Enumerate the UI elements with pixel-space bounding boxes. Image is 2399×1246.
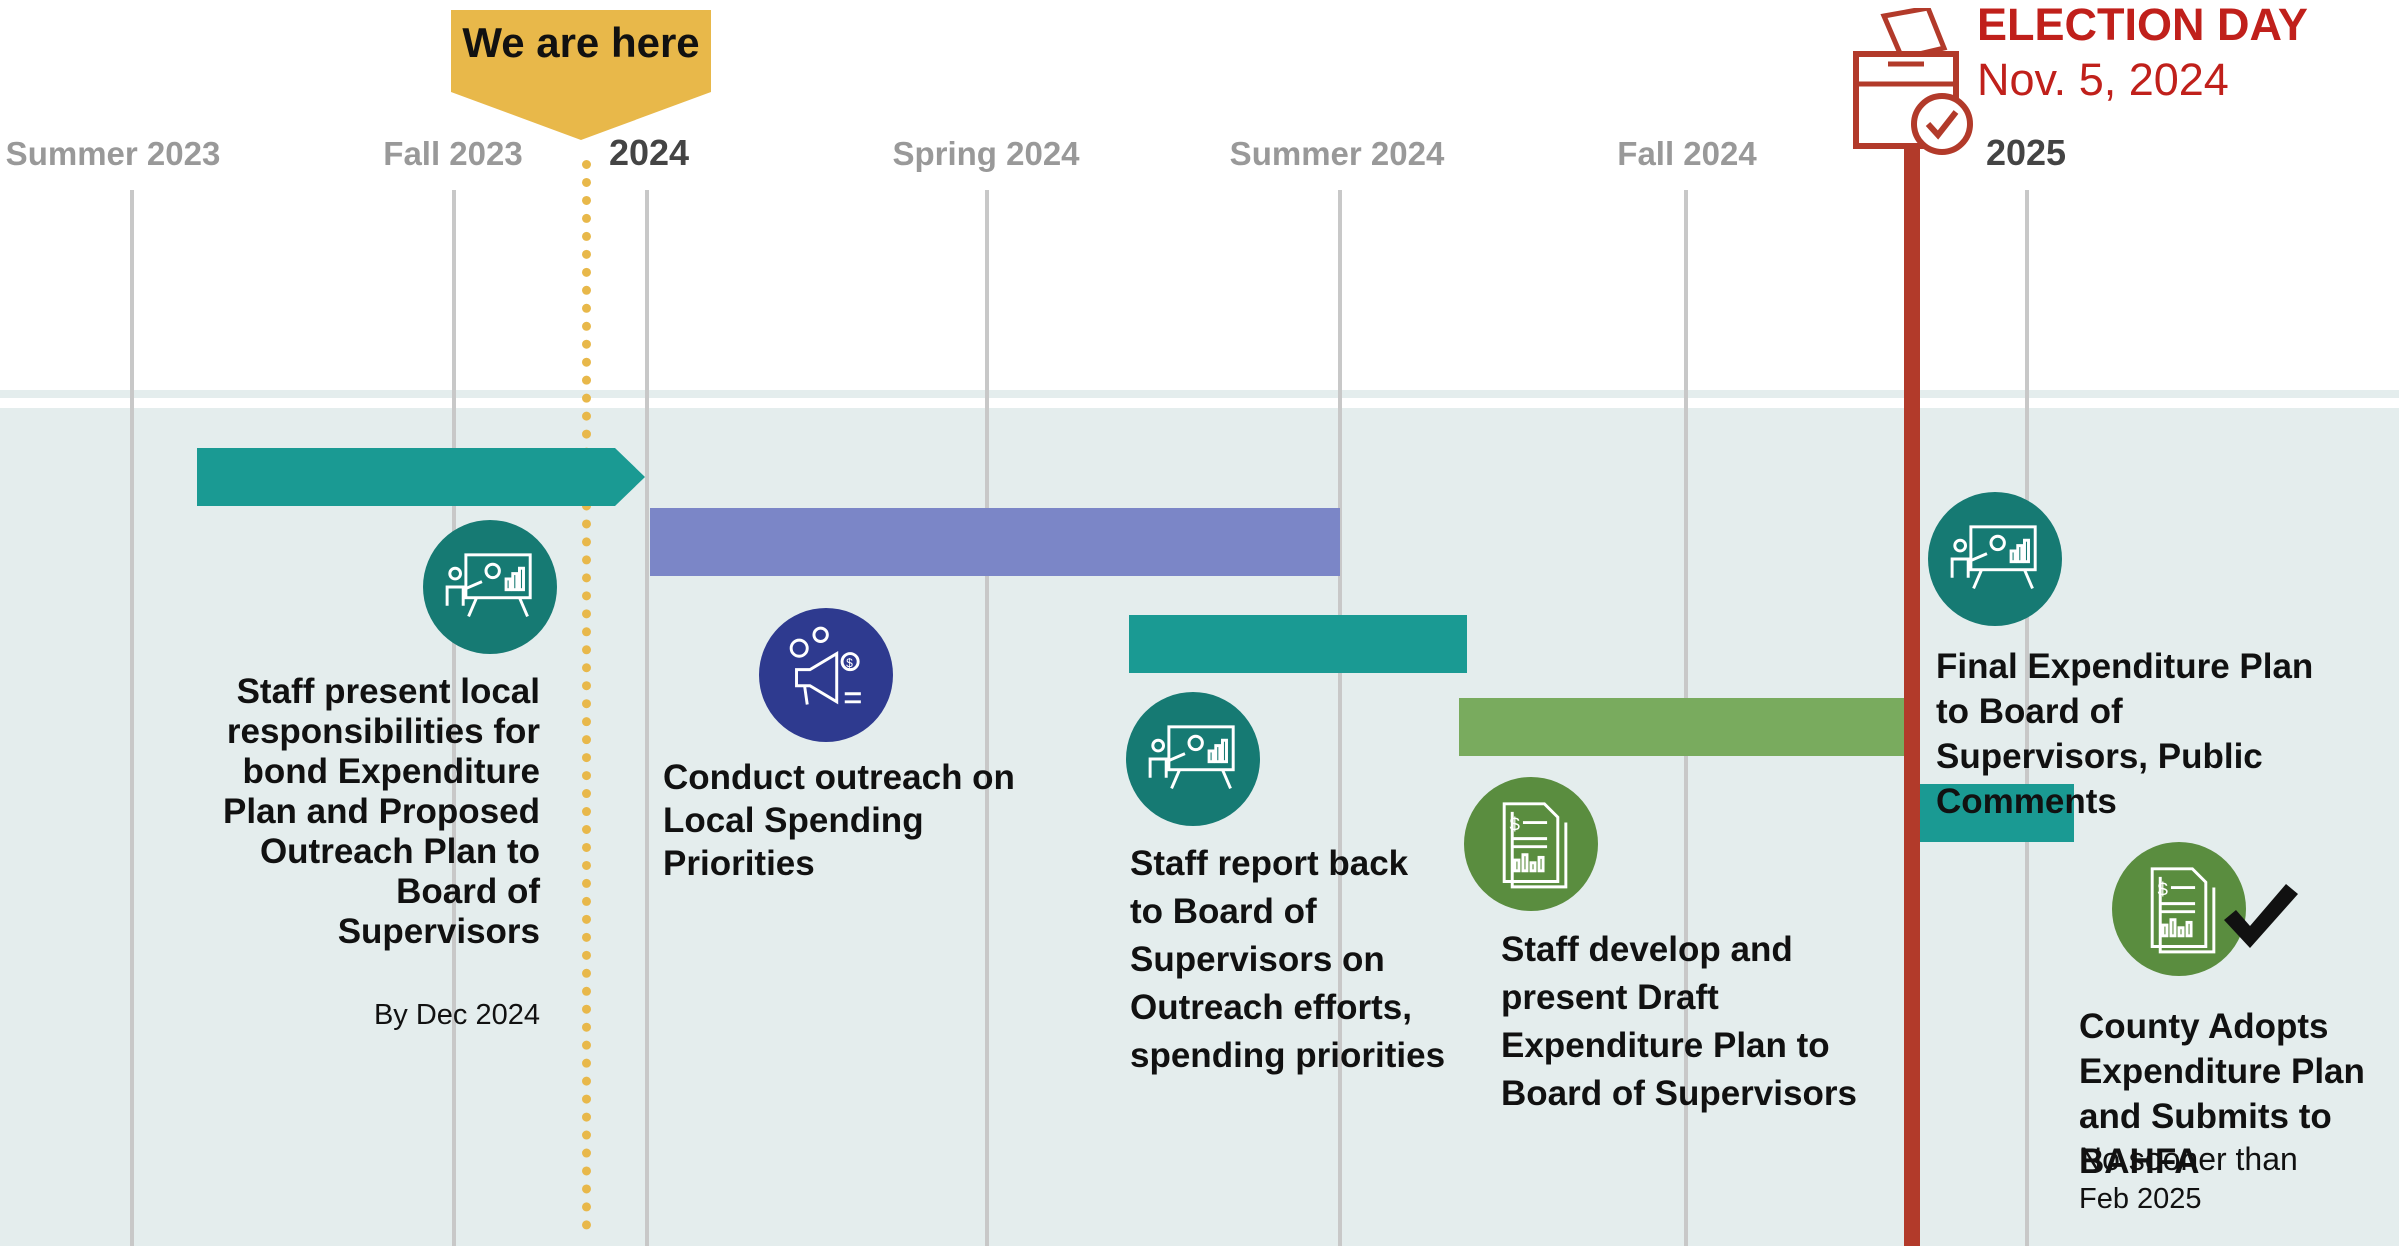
label-spring-2024: Spring 2024: [892, 135, 1080, 172]
we-are-here-line: [582, 160, 591, 1230]
milestone-county-adopts-sub2: Feb 2025: [2079, 1183, 2202, 1215]
label-fall-2023: Fall 2023: [383, 135, 523, 172]
election-day-date: Nov. 5, 2024: [1977, 54, 2229, 105]
gridline-summer-2023: [130, 190, 134, 1246]
presentation-icon: [1928, 492, 2062, 626]
election-day-title: ELECTION DAY: [1977, 0, 2308, 50]
svg-text:$: $: [2158, 879, 2169, 900]
milestone-staff-present: Staff present local responsibilities for…: [223, 672, 540, 951]
milestone-staff-present-sub: By Dec 2024: [373, 999, 540, 1031]
svg-text:$: $: [846, 656, 853, 670]
milestone-final-plan: Final Expenditure Plan to Board of Super…: [1936, 647, 2314, 821]
election-day-line: [1904, 120, 1920, 1246]
bar-staff-report: [1129, 615, 1467, 673]
label-summer-2024: Summer 2024: [1229, 135, 1445, 172]
budget-document-icon: $: [2112, 842, 2246, 976]
milestone-county-adopts: County Adopts Expenditure Plan and Submi…: [2079, 1007, 2365, 1181]
budget-document-icon: $: [1464, 777, 1598, 911]
gridline-summer-2024: [1338, 190, 1342, 1246]
megaphone-icon: $: [759, 608, 893, 742]
gridline-2024: [645, 190, 649, 1246]
milestone-county-adopts-sub1: No sooner than: [2079, 1141, 2298, 1177]
gridline-fall-2023: [452, 190, 456, 1246]
svg-text:$: $: [1510, 814, 1521, 835]
bar-outreach: [650, 508, 1340, 576]
checkmark-icon: [2224, 884, 2298, 948]
bar-draft-plan: [1459, 698, 1909, 756]
timeline-divider: [0, 390, 2399, 398]
label-fall-2024: Fall 2024: [1617, 135, 1757, 172]
presentation-icon: [1126, 692, 1260, 826]
milestone-staff-report: Staff report back to Board of Supervisor…: [1130, 844, 1446, 1075]
label-summer-2023: Summer 2023: [5, 135, 221, 172]
label-2025: 2025: [1985, 132, 2067, 173]
bar-staff-present: [197, 448, 645, 506]
milestone-outreach: Conduct outreach on Local Spending Prior…: [663, 758, 1015, 883]
label-2024: 2024: [608, 132, 690, 173]
gridline-2025: [2025, 190, 2029, 1246]
ballot-box-icon: [1853, 8, 1973, 155]
we-are-here-marker: [451, 10, 711, 140]
we-are-here-label: We are here: [462, 19, 700, 66]
presentation-icon: [423, 520, 557, 654]
milestone-draft-plan: Staff develop and present Draft Expendit…: [1501, 930, 1857, 1113]
bar-final-plan: [1912, 784, 2074, 842]
gridline-spring-2024: [985, 190, 989, 1246]
